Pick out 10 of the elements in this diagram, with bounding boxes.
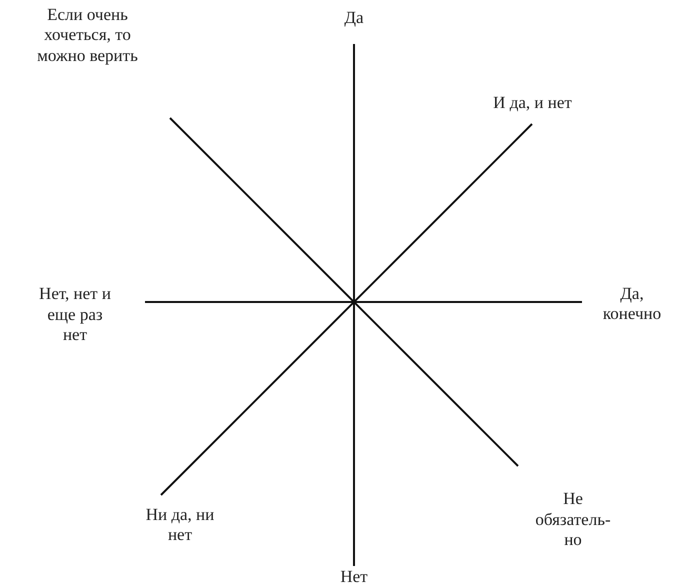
answer-text: И да, и нет (493, 92, 572, 114)
answer-text: Да, конечно (602, 284, 662, 324)
answer-text: Ни да, ни нет (144, 504, 216, 546)
answer-text: Не обязатель-но (535, 489, 611, 551)
answer-text: Да (344, 8, 364, 28)
line (353, 44, 355, 566)
answer-text: Если очень хочеться, то можно верить (36, 5, 139, 66)
answer-text: Нет (340, 566, 368, 587)
answer-text: Нет, нет и еще раз нет (38, 284, 112, 346)
line (145, 301, 582, 303)
